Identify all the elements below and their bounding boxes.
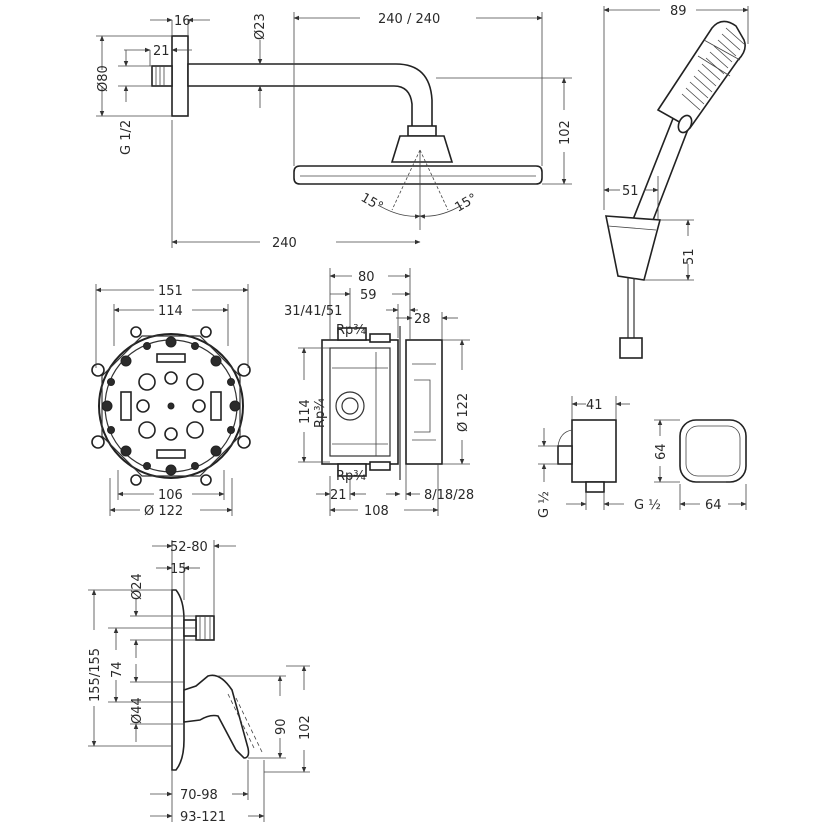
valve-outlet bbox=[335, 391, 365, 421]
dim-89-label: 89 bbox=[670, 4, 687, 19]
dim-93-121-label: 93-121 bbox=[180, 810, 226, 825]
dim-64-h-label: 64 bbox=[705, 498, 722, 513]
dim-d80-label: Ø80 bbox=[96, 65, 111, 92]
dim-d122-label: Ø 122 bbox=[144, 504, 183, 519]
dim-90-label: 90 bbox=[274, 718, 289, 735]
dim-51-v-label: 51 bbox=[682, 248, 697, 265]
angle-left-label: 15° bbox=[358, 190, 385, 215]
mixer-view: 52-80 15 Ø24 155/155 74 Ø44 90 1 bbox=[88, 540, 313, 825]
dim-51-h-label: 51 bbox=[622, 184, 639, 199]
dim-g12-h-label: G ½ bbox=[634, 498, 661, 513]
dim-52-80-label: 52-80 bbox=[170, 540, 208, 555]
mounting-ring-view: 151 114 106 Ø 122 bbox=[91, 284, 251, 519]
dim-102-v-label: 102 bbox=[298, 715, 313, 740]
valve-body-view: 80 59 31/41/51 28 Rp¾ Rp¾ Rp¾ 114 Ø 122 bbox=[284, 268, 474, 519]
shower-arm bbox=[187, 63, 433, 133]
dim-80-label: 80 bbox=[358, 270, 375, 285]
mixer-plate bbox=[171, 589, 185, 771]
dim-28-label: 28 bbox=[414, 312, 431, 327]
dim-70-98-label: 70-98 bbox=[180, 788, 218, 803]
dim-g12-v-label: G ½ bbox=[537, 491, 552, 518]
dim-74-label: 74 bbox=[110, 661, 125, 678]
dim-g12-label: G 1/2 bbox=[119, 120, 134, 155]
dim-151-label: 151 bbox=[158, 284, 183, 299]
dim-8-18-28-label: 8/18/28 bbox=[424, 488, 474, 503]
dim-64-v-label: 64 bbox=[654, 443, 669, 460]
rp-bottom-label: Rp¾ bbox=[336, 469, 366, 484]
rp-mid-label: Rp¾ bbox=[313, 398, 328, 428]
wall-outlet-body bbox=[571, 419, 617, 483]
dim-108-label: 108 bbox=[364, 504, 389, 519]
mixer-lever bbox=[183, 674, 250, 759]
dim-114-label: 114 bbox=[158, 304, 183, 319]
head-joint bbox=[390, 135, 454, 163]
dim-16-label: 16 bbox=[174, 14, 191, 29]
hand-shower-head bbox=[656, 20, 746, 130]
ring-frame bbox=[101, 335, 241, 477]
dim-d122-v-label: Ø 122 bbox=[456, 393, 471, 432]
dim-15-label: 15 bbox=[170, 562, 187, 577]
plaster-guard bbox=[405, 339, 443, 465]
hand-shower-holder bbox=[605, 215, 662, 281]
shower-head-view: 16 21 Ø23 240 / 240 Ø80 G 1/2 102 15° 15… bbox=[96, 12, 573, 251]
ring-holes bbox=[120, 353, 222, 459]
shower-head-plate bbox=[293, 165, 543, 185]
dim-240-label: 240 bbox=[272, 236, 297, 251]
dim-102-label: 102 bbox=[558, 120, 573, 145]
dim-21-label: 21 bbox=[153, 44, 170, 59]
valve-housing bbox=[321, 339, 399, 465]
hand-shower-view: 89 51 51 bbox=[603, 4, 749, 359]
ring-outer bbox=[98, 333, 244, 479]
hose-nut bbox=[619, 337, 643, 359]
dim-114-v-label: 114 bbox=[298, 399, 313, 424]
dim-240-240-label: 240 / 240 bbox=[378, 12, 440, 27]
dim-41-label: 41 bbox=[586, 398, 603, 413]
dim-31-41-51-label: 31/41/51 bbox=[284, 304, 342, 319]
dim-59-label: 59 bbox=[360, 288, 377, 303]
angle-right-label: 15° bbox=[453, 191, 480, 216]
dim-d23-label: Ø23 bbox=[253, 13, 268, 40]
wall-outlet-view: 41 G ½ G ½ 64 64 bbox=[537, 396, 747, 518]
dim-21-v-label: 21 bbox=[330, 488, 347, 503]
dim-155-155-label: 155/155 bbox=[88, 648, 103, 702]
wall-flange bbox=[171, 35, 189, 117]
dim-d44-label: Ø44 bbox=[130, 697, 145, 724]
rp-top-label: Rp¾ bbox=[336, 323, 366, 338]
dim-106-label: 106 bbox=[158, 488, 183, 503]
connector-nut bbox=[151, 65, 173, 87]
ring-bolts bbox=[101, 336, 241, 476]
dim-d24-label: Ø24 bbox=[130, 573, 145, 600]
